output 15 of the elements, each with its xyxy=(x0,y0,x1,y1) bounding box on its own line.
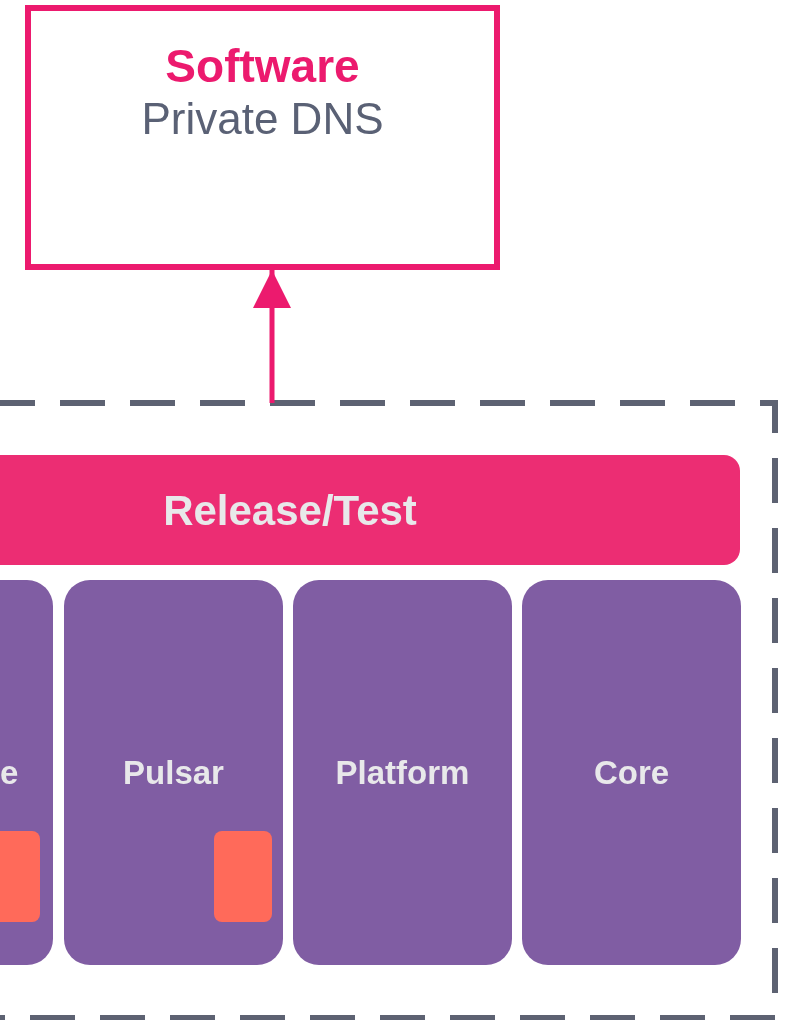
service-subtitle: Private DNS xyxy=(141,93,384,145)
component-label: Core xyxy=(592,753,671,793)
component-label: Pulsar xyxy=(122,753,225,793)
component-label: Platform xyxy=(334,753,471,793)
status-tag xyxy=(214,831,272,922)
component-label: e xyxy=(0,753,19,793)
release-bar xyxy=(0,455,740,565)
component-column xyxy=(64,580,283,965)
component-column xyxy=(522,580,741,965)
service-box xyxy=(25,5,500,270)
arrow xyxy=(253,270,291,403)
dashed-group xyxy=(0,403,775,1018)
service-title: Software xyxy=(165,39,360,93)
component-column xyxy=(293,580,512,965)
release-label: Release/Test xyxy=(162,485,418,536)
